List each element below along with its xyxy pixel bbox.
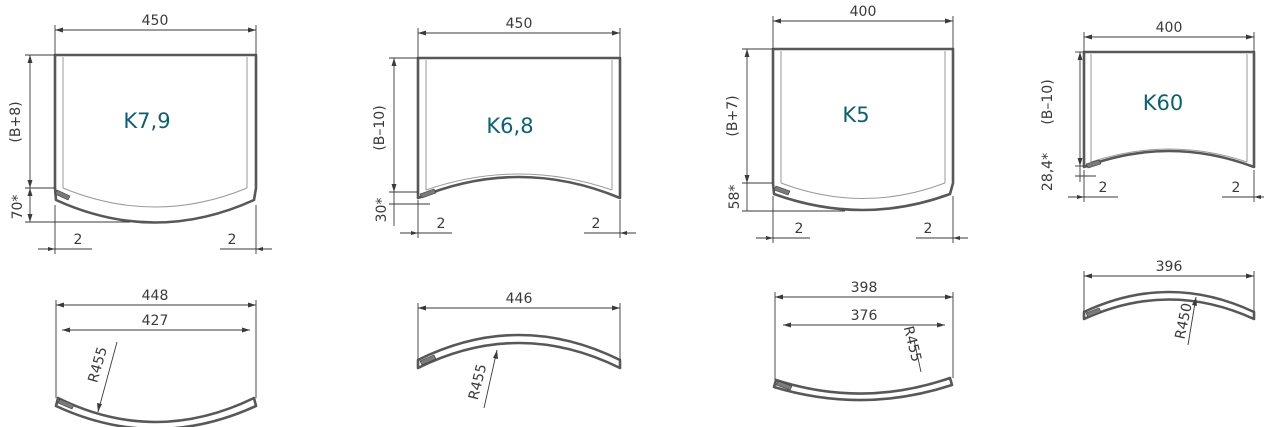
dim-width: 400 <box>850 4 877 20</box>
dim-outer: 398 <box>851 280 878 296</box>
panel-k5-bottom: 398 376 R455 <box>772 280 954 402</box>
panel-k60-top: 400 (B–10) 28,4* 2 2 K60 <box>1040 20 1264 202</box>
dim-left-gap: 2 <box>1099 180 1108 196</box>
dim-radius: R455 <box>900 324 924 363</box>
dim-offset: 30* <box>374 198 390 223</box>
dim-left-gap: 2 <box>795 221 804 237</box>
edge-mark-icon <box>773 185 791 196</box>
panel-k79-top: 450 (B+8) 70* 2 2 K7,9 <box>8 13 272 254</box>
edge-mark-icon <box>57 398 75 410</box>
panel-k5-top: 400 (B+7) 58* 2 2 K5 <box>725 4 968 243</box>
dim-width: 400 <box>1156 20 1183 36</box>
panel-label: K60 <box>1143 91 1184 115</box>
panel-label: K6,8 <box>486 114 533 138</box>
dim-height: (B+7) <box>725 95 741 136</box>
dim-outer: 446 <box>506 291 533 307</box>
edge-mark-icon <box>54 189 71 201</box>
panel-k60-bottom: 396 R450 <box>1082 259 1256 346</box>
dim-width: 450 <box>506 16 533 32</box>
dim-right-gap: 2 <box>1232 180 1241 196</box>
panel-label: K7,9 <box>123 109 170 133</box>
dim-right-gap: 2 <box>592 216 601 232</box>
edge-mark-icon <box>419 354 437 366</box>
dim-offset: 70* <box>10 195 26 220</box>
curved-profile <box>416 333 622 370</box>
dim-left-gap: 2 <box>437 216 446 232</box>
panel-k68-shape <box>416 56 622 200</box>
dim-offset: 58* <box>727 185 743 210</box>
curved-profile <box>1082 290 1256 321</box>
dim-outer: 396 <box>1156 259 1183 275</box>
panel-k79-shape <box>53 53 258 224</box>
dim-outer: 448 <box>142 288 169 304</box>
panel-k68-bottom: 446 R455 <box>416 291 622 409</box>
dim-height: (B–10) <box>1040 79 1056 124</box>
edge-mark-icon <box>1085 307 1102 318</box>
curved-profile <box>772 376 954 402</box>
edge-mark-icon <box>1085 159 1102 169</box>
panel-label: K5 <box>842 103 869 127</box>
dim-right-gap: 2 <box>924 221 933 237</box>
dim-height: (B–10) <box>372 105 388 150</box>
dim-offset: 28,4* <box>1040 153 1056 191</box>
dim-left-gap: 2 <box>74 232 83 248</box>
panel-k5-shape <box>771 47 955 212</box>
dim-inner: 427 <box>142 313 169 329</box>
edge-mark-icon <box>419 188 437 199</box>
panel-k79-bottom: 448 427 R455 <box>54 288 258 427</box>
panel-k68-top: 450 (B–10) 30* 2 2 K6,8 <box>372 16 636 238</box>
dim-radius: R450 <box>1172 302 1195 341</box>
dim-right-gap: 2 <box>228 232 237 248</box>
dim-width: 450 <box>142 13 169 29</box>
dim-height: (B+8) <box>8 101 24 142</box>
edge-mark-icon <box>775 380 793 391</box>
curved-profile <box>54 396 258 427</box>
dim-inner: 376 <box>851 308 878 324</box>
